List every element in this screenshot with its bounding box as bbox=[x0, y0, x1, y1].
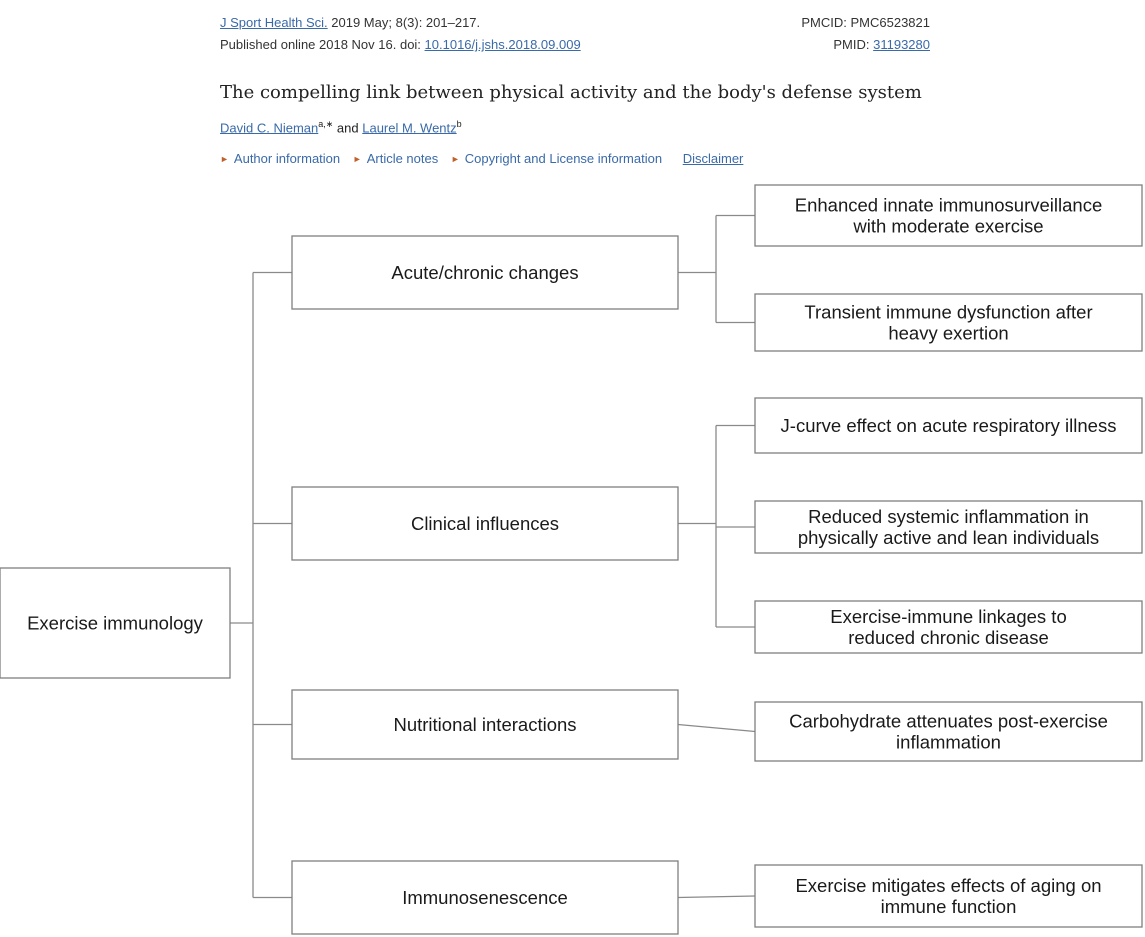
leaf-node-frame bbox=[754, 293, 1143, 352]
leaf-node: Transient immune dysfunction afterheavy … bbox=[754, 293, 1143, 352]
branch-node: Clinical influences bbox=[291, 486, 679, 561]
doi-link[interactable]: 10.1016/j.jshs.2018.09.009 bbox=[424, 37, 581, 52]
root-node-label: Exercise immunology bbox=[27, 613, 204, 634]
branch-node-label: Immunosenescence bbox=[402, 887, 568, 908]
root-node-frame bbox=[0, 567, 231, 679]
leaf-node-frame bbox=[754, 864, 1143, 928]
branch-node-label: Nutritional interactions bbox=[393, 714, 576, 735]
branch-node-label: Clinical influences bbox=[411, 513, 559, 534]
branch-node: Nutritional interactions bbox=[291, 689, 679, 760]
leaf-node-label: reduced chronic disease bbox=[848, 627, 1049, 648]
journal-link[interactable]: J Sport Health Sci. bbox=[220, 15, 328, 30]
article-notes-bar: ►Author information ►Article notes ►Copy… bbox=[220, 151, 743, 166]
leaf-node: Carbohydrate attenuates post-exerciseinf… bbox=[754, 701, 1143, 762]
pmid-label: PMID: bbox=[833, 37, 874, 52]
leaf-node-frame bbox=[754, 500, 1143, 554]
diagram-connectors bbox=[230, 214, 756, 899]
citation-details: 2019 May; 8(3): 201–217. bbox=[327, 15, 481, 30]
leaf-node-label: J-curve effect on acute respiratory illn… bbox=[781, 415, 1117, 436]
published-text: Published online 2018 Nov 16. doi: bbox=[220, 37, 425, 52]
author-and: and bbox=[333, 120, 363, 136]
author-link-nieman[interactable]: David C. Nieman bbox=[220, 120, 319, 136]
leaf-node-label: Carbohydrate attenuates post-exercise bbox=[789, 711, 1108, 732]
branch-node-frame bbox=[291, 860, 679, 935]
published-line: Published online 2018 Nov 16. doi: 10.10… bbox=[220, 37, 581, 52]
disclaimer-link[interactable]: Disclaimer bbox=[682, 151, 744, 166]
diagram-nodes: Exercise immunology Acute/chronic changes… bbox=[0, 184, 1143, 935]
leaf-node-label: heavy exertion bbox=[888, 323, 1008, 344]
leaf-node: J-curve effect on acute respiratory illn… bbox=[754, 397, 1143, 454]
author-affiliation-sup: b bbox=[456, 119, 462, 129]
root-node: Exercise immunology bbox=[0, 567, 231, 679]
author-information-toggle[interactable]: ►Author information bbox=[220, 151, 341, 166]
branch-node-frame bbox=[291, 689, 679, 760]
branch-node: Acute/chronic changes bbox=[291, 235, 679, 310]
leaf-node-frame bbox=[754, 600, 1143, 654]
leaf-connector bbox=[677, 723, 756, 733]
leaf-node-label: inflammation bbox=[896, 732, 1001, 753]
pmcid-text: PMCID: PMC6523821 bbox=[801, 15, 930, 30]
author-affiliation-sup: a,∗ bbox=[318, 119, 334, 129]
article-title: The compelling link between physical act… bbox=[220, 82, 922, 103]
branch-node-frame bbox=[291, 235, 679, 310]
leaf-node: Exercise mitigates effects of aging onim… bbox=[754, 864, 1143, 928]
leaf-node-label: Exercise mitigates effects of aging on bbox=[795, 875, 1101, 896]
leaf-node-label: Enhanced innate immunosurveillance bbox=[795, 195, 1103, 216]
exercise-immunology-diagram: Exercise immunology Acute/chronic changes… bbox=[0, 184, 1143, 935]
leaf-node-frame bbox=[754, 701, 1143, 762]
leaf-node-frame bbox=[754, 397, 1143, 454]
author-link-wentz[interactable]: Laurel M. Wentz bbox=[362, 120, 457, 136]
citation-line: J Sport Health Sci. 2019 May; 8(3): 201–… bbox=[220, 15, 480, 30]
triangle-right-icon: ► bbox=[220, 154, 229, 164]
article-notes-toggle[interactable]: ►Article notes bbox=[352, 151, 439, 166]
branch-node: Immunosenescence bbox=[291, 860, 679, 935]
pmid-line: PMID: 31193280 bbox=[833, 37, 930, 52]
leaf-node-label: with moderate exercise bbox=[852, 216, 1043, 237]
leaf-node-label: physically active and lean individuals bbox=[798, 527, 1099, 548]
branch-node-label: Acute/chronic changes bbox=[391, 262, 578, 283]
pmid-link[interactable]: 31193280 bbox=[873, 37, 930, 52]
leaf-connector bbox=[677, 895, 756, 899]
triangle-right-icon: ► bbox=[352, 154, 362, 164]
leaf-node-label: Exercise-immune linkages to bbox=[830, 606, 1066, 627]
branch-node-frame bbox=[291, 486, 679, 561]
author-list: David C. Niemana,∗ and Laurel M. Wentzb bbox=[220, 119, 462, 135]
leaf-node-label: Transient immune dysfunction after bbox=[804, 302, 1092, 323]
leaf-node-frame bbox=[754, 184, 1143, 247]
copyright-toggle[interactable]: ►Copyright and License information bbox=[450, 151, 663, 166]
leaf-node: Reduced systemic inflammation inphysical… bbox=[754, 500, 1143, 554]
triangle-right-icon: ► bbox=[450, 154, 460, 164]
leaf-node-label: immune function bbox=[881, 896, 1017, 917]
leaf-node-label: Reduced systemic inflammation in bbox=[808, 506, 1089, 527]
